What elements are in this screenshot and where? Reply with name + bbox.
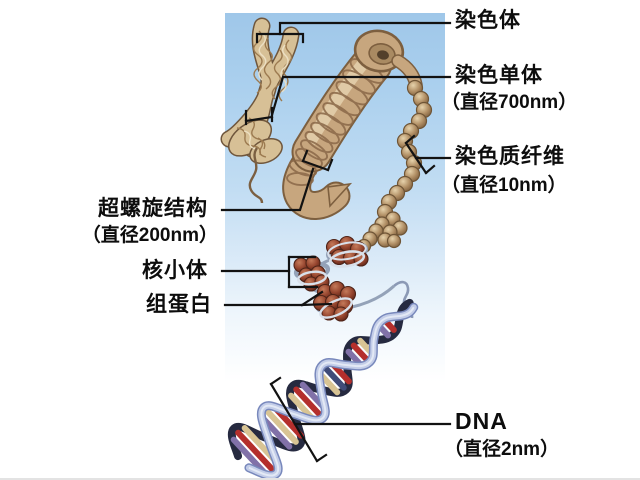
histone-leader-line	[223, 290, 333, 307]
chromatid-leader-line	[244, 75, 452, 126]
chromosome-leader-line	[255, 21, 452, 44]
label-chromatid-diameter: （直径700nm）	[441, 92, 578, 113]
nucleosome-leader-line	[220, 255, 319, 289]
supercoil-illustration	[282, 29, 423, 220]
label-histone: 组蛋白	[146, 293, 212, 316]
nucleosome-clusters	[293, 235, 414, 322]
nucleosome-cluster	[325, 235, 369, 268]
label-dna: DNA	[455, 408, 508, 434]
decondensing-strand	[248, 147, 264, 204]
dna-leader-line	[269, 376, 452, 463]
chromatin-fiber-beads	[356, 79, 433, 254]
histone-cluster	[312, 280, 357, 322]
chromosome-texture	[236, 30, 293, 158]
label-chromatin-fiber-diameter: （直径10nm）	[441, 175, 567, 196]
image-bottom-edge	[0, 478, 640, 480]
label-supercoil-diameter: （直径200nm）	[81, 225, 218, 246]
label-chromatin-fiber: 染色质纤维	[455, 145, 565, 168]
label-nucleosome: 核小体	[142, 259, 208, 282]
dna-helix	[227, 298, 419, 480]
dna-front-strand	[244, 302, 419, 480]
supercoil-leader-line	[220, 149, 334, 212]
chromosome-illustration	[220, 17, 300, 204]
label-chromatid: 染色单体	[455, 64, 543, 87]
label-supercoil: 超螺旋结构	[98, 197, 208, 220]
label-chromosome: 染色体	[455, 9, 521, 32]
label-dna-diameter: （直径2nm）	[444, 439, 560, 460]
chromatin-fiber-leader-line	[404, 134, 452, 175]
